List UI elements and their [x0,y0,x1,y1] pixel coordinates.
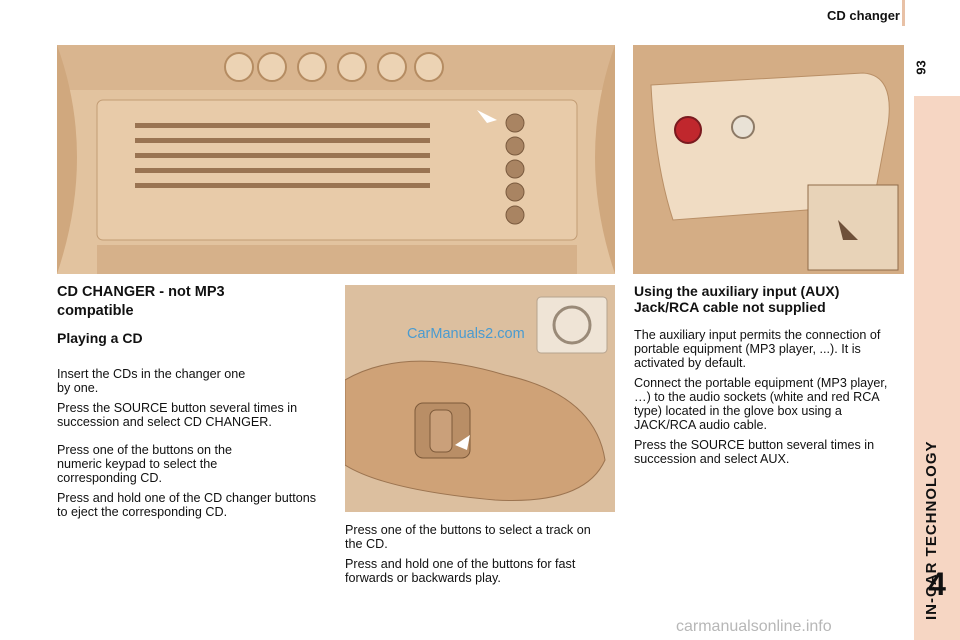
glove-box-drawing [633,45,904,274]
aux-section: Using the auxiliary input (AUX) Jack/RCA… [634,283,906,472]
steering-stalk-illustration [345,285,615,512]
cd-paragraph: Insert the CDs in the changer one by one… [57,367,246,395]
wheel-caption: Press one of the buttons to select a tra… [345,523,610,591]
watermark: CarManuals2.com [407,326,525,342]
cd-section-title-line2: compatible [57,303,134,319]
cd-section-subtitle: Playing a CD [57,330,143,346]
glove-box-illustration [633,45,904,274]
wheel-caption-paragraph: Press one of the buttons to select a tra… [345,523,591,551]
footer-watermark: carmanualsonline.info [676,618,832,635]
aux-paragraph: Connect the portable equipment (MP3 play… [634,376,888,432]
page-number: 93 [913,60,929,75]
cd-paragraph: Press one of the buttons on the numeric … [57,443,233,485]
cd-paragraph: Press and hold one of the CD changer but… [57,491,317,519]
aux-section-title-line1: Using the auxiliary input (AUX) [634,283,840,299]
wheel-caption-paragraph: Press and hold one of the buttons for fa… [345,557,576,585]
header-title: CD changer [827,8,900,23]
cd-paragraph: Press the SOURCE button several times in… [57,401,298,429]
chapter-number: 4 [928,566,946,602]
cd-section: CD CHANGER - not MP3 compatible Playing … [57,283,327,525]
cd-changer-illustration [57,45,615,274]
header-tick [902,0,905,26]
cd-changer-drawing [57,45,615,274]
side-tab [914,96,960,640]
cd-section-title-line1: CD CHANGER - not MP3 [57,284,225,300]
steering-stalk-drawing [345,285,615,512]
aux-section-title-line2: Jack/RCA cable not supplied [634,299,826,315]
aux-paragraph: The auxiliary input permits the connecti… [634,328,881,370]
aux-paragraph: Press the SOURCE button several times in… [634,438,875,466]
